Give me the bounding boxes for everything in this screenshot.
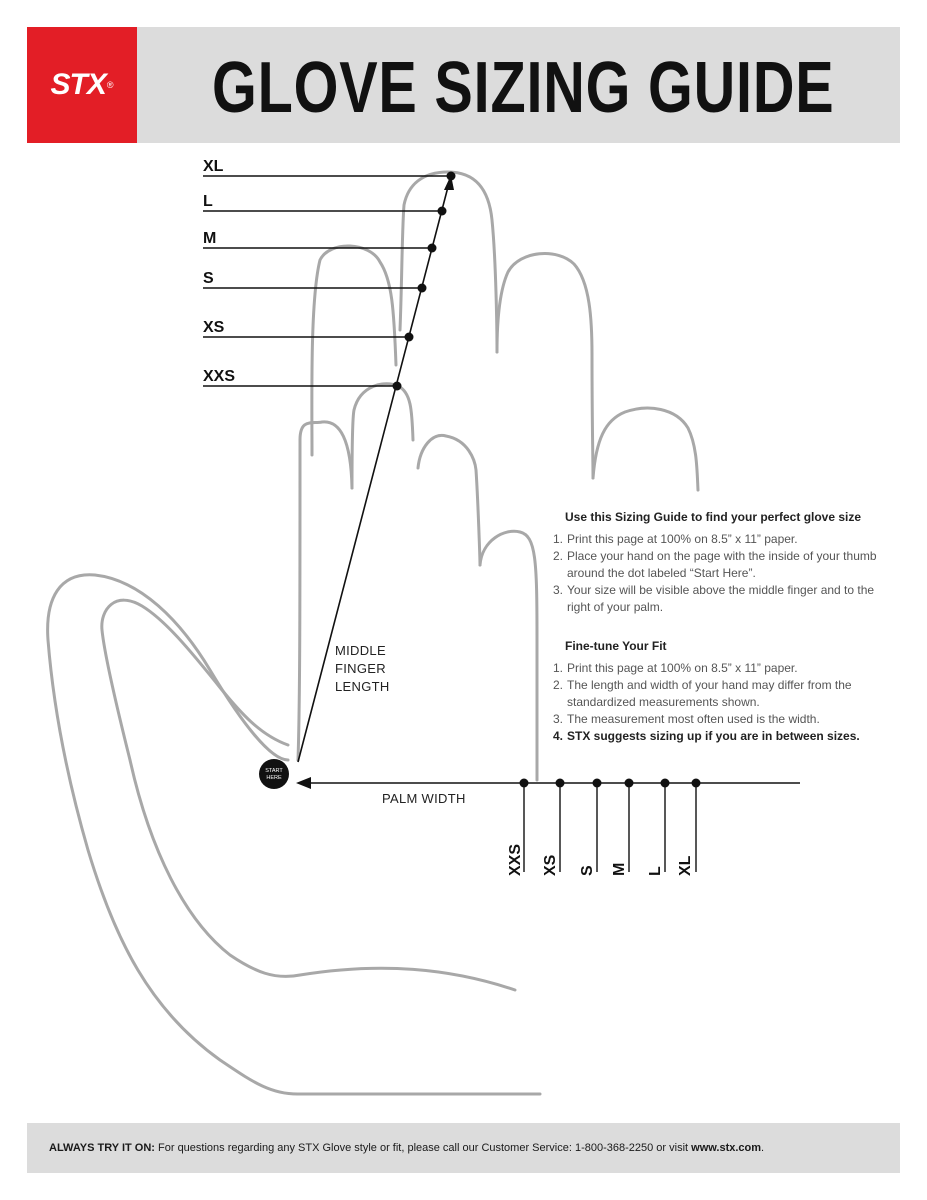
palm-size-dot-s [592, 778, 602, 788]
list-item: 3.Your size will be visible above the mi… [553, 583, 875, 614]
palm-size-label: XS [542, 854, 559, 876]
footer-url-link[interactable]: www.stx.com [691, 1142, 762, 1154]
palm-size-label: M [611, 862, 628, 876]
finger-size-label: XL [203, 158, 224, 175]
list-item: 3.The measurement most often used is the… [553, 712, 820, 726]
footer-body: For questions regarding any STX Glove st… [154, 1142, 692, 1154]
palm-size-dot-xl [691, 778, 701, 788]
palm-size-label: XL [677, 855, 694, 876]
footer-lead: ALWAYS TRY IT ON: [49, 1142, 155, 1154]
palm-size-ticks [519, 778, 701, 872]
instructions-heading: Use this Sizing Guide to find your perfe… [565, 510, 862, 524]
list-item: 2.The length and width of your hand may … [553, 678, 852, 709]
start-label-line2: HERE [266, 775, 282, 781]
finger-size-label: XXS [203, 368, 236, 385]
palm-width-arrow [296, 777, 800, 789]
finger-size-label: M [203, 230, 217, 247]
palm-width-label: PALM WIDTH [382, 791, 466, 806]
finger-size-lines [203, 171, 456, 391]
footer-band [27, 1123, 900, 1173]
palm-size-dot-xxs [519, 778, 529, 788]
list-item: 4.STX suggests sizing up if you are in b… [553, 729, 860, 743]
list-item: 1.Print this page at 100% on 8.5” x 11” … [553, 661, 798, 675]
instructions-panel: Use this Sizing Guide to find your perfe… [553, 509, 888, 745]
footer-text: ALWAYS TRY IT ON: For questions regardin… [49, 1140, 764, 1156]
palm-size-dot-l [660, 778, 670, 788]
middle-finger-length-label: MIDDLE FINGER LENGTH [335, 642, 390, 696]
palm-size-label: S [579, 865, 596, 876]
footer-end: . [761, 1142, 765, 1154]
start-label-line1: START [265, 768, 283, 774]
logo-registered-mark: ® [106, 80, 114, 90]
header-band [27, 27, 900, 143]
palm-size-dot-m [624, 778, 634, 788]
middle-finger-arrow [297, 175, 454, 763]
start-here-dot [259, 759, 289, 789]
palm-size-label: XXS [507, 843, 524, 876]
mfl-line3: LENGTH [335, 679, 390, 694]
fine-tune-list: 1.Print this page at 100% on 8.5” x 11” … [553, 660, 888, 745]
finger-size-label: S [203, 270, 214, 287]
palm-size-dot-xs [555, 778, 565, 788]
mfl-line1: MIDDLE [335, 643, 386, 658]
instructions-list: 1.Print this page at 100% on 8.5” x 11” … [553, 531, 888, 616]
logo-text: STX [50, 68, 107, 101]
arrow-head-up [444, 175, 454, 190]
hand-outline [46, 170, 700, 1096]
arrow-head-left [296, 777, 311, 789]
page-title: GLOVE SIZING GUIDE [212, 48, 835, 128]
list-item: 2.Place your hand on the page with the i… [553, 549, 877, 580]
list-item: 1.Print this page at 100% on 8.5” x 11” … [553, 532, 798, 546]
finger-size-label: L [203, 193, 213, 210]
mfl-line2: FINGER [335, 661, 386, 676]
finger-size-label: XS [203, 319, 225, 336]
fine-tune-heading: Fine-tune Your Fit [565, 639, 667, 653]
stx-logo: STX® [27, 27, 137, 143]
start-here-label: START HERE [259, 760, 289, 790]
palm-size-label: L [647, 866, 664, 876]
